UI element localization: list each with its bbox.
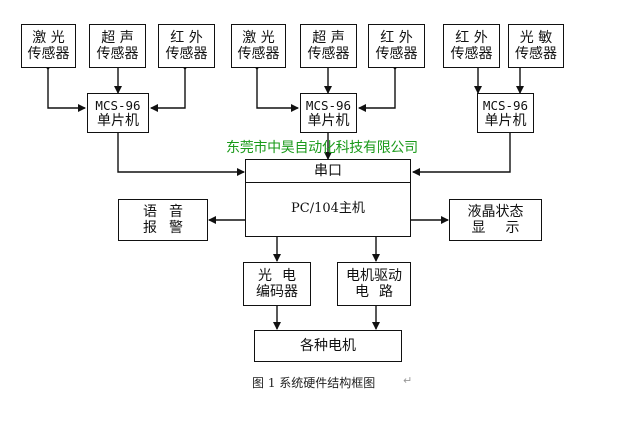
sensor-label-1c: 传感器 <box>165 46 208 62</box>
infrared-sensor-box-2: 红 外 传感器 <box>368 24 425 68</box>
encoder-label-1: 光电 <box>258 268 306 284</box>
pc104-host-label: PC/104主机 <box>291 201 365 216</box>
link-ir1-mcu-left <box>150 63 189 112</box>
infrared-sensor-label-1: 红 外 <box>170 30 203 46</box>
infrared-sensor-box-3: 红 外 传感器 <box>443 24 500 68</box>
mcu-model-middle: MCS-96 <box>305 97 352 113</box>
figure-caption: 图 1 系统硬件结构框图 <box>252 376 376 390</box>
sensor-label-3: 传感器 <box>450 46 493 62</box>
ultrasonic-sensor-label-1: 超 声 <box>101 30 134 46</box>
sensor-label-3b: 传感器 <box>515 46 557 62</box>
sensor-label-1: 传感器 <box>27 46 70 62</box>
laser-sensor-box-1: 激 光 传感器 <box>21 24 76 68</box>
sensor-label-1b: 传感器 <box>96 46 139 62</box>
sensor-label-2b: 传感器 <box>307 46 350 62</box>
voice-alarm-label-1: 语音 <box>143 204 195 220</box>
laser-sensor-label-1: 激 光 <box>32 30 65 46</box>
motors-box: 各种电机 <box>254 330 402 362</box>
photosensitive-sensor-box-3: 光 敏 传感器 <box>508 24 564 68</box>
link-ir2-mcu-middle <box>358 63 399 112</box>
motor-drive-circuit-box: 电机驱动 电路 <box>337 262 411 306</box>
photosensitive-sensor-label-3: 光 敏 <box>519 30 553 46</box>
voice-alarm-box: 语音 报警 <box>118 199 208 241</box>
motor-drive-label-1: 电机驱动 <box>346 268 402 284</box>
infrared-sensor-label-3: 红 外 <box>455 30 488 46</box>
laser-sensor-label-2: 激 光 <box>242 30 275 46</box>
lcd-status-label-2: 显示 <box>471 220 540 236</box>
link-mcu-left-serial <box>114 126 245 176</box>
mcu-box-middle: MCS-96 单片机 <box>300 93 357 133</box>
lcd-status-label-1: 液晶状态 <box>467 204 524 220</box>
mcu-label-middle: 单片机 <box>307 112 350 129</box>
pc104-host-box: 串口 PC/104主机 <box>245 159 411 237</box>
motor-drive-label-2: 电路 <box>355 284 403 300</box>
ultrasonic-sensor-box-1: 超 声 传感器 <box>89 24 146 68</box>
mcu-box-left: MCS-96 单片机 <box>87 93 149 133</box>
company-watermark: 东莞市中昊自动化科技有限公司 <box>226 140 418 156</box>
mcu-box-right: MCS-96 单片机 <box>477 93 534 133</box>
encoder-label-2: 编码器 <box>256 284 298 300</box>
ultrasonic-sensor-label-2: 超 声 <box>312 30 345 46</box>
serial-port-label: 串口 <box>246 160 410 183</box>
link-laser2-mcu-middle <box>253 63 299 112</box>
sensor-label-2c: 传感器 <box>375 46 418 62</box>
motors-label: 各种电机 <box>300 338 356 354</box>
mcu-label-right: 单片机 <box>484 112 527 129</box>
link-laser1-mcu-left <box>44 63 86 112</box>
infrared-sensor-box-1: 红 外 传感器 <box>158 24 215 68</box>
photoelectric-encoder-box: 光电 编码器 <box>243 262 311 306</box>
voice-alarm-label-2: 报警 <box>143 220 195 236</box>
lcd-status-display-box: 液晶状态 显示 <box>449 199 542 241</box>
mcu-label-left: 单片机 <box>97 112 139 129</box>
paragraph-return-mark: ↵ <box>403 374 413 387</box>
infrared-sensor-label-2: 红 外 <box>380 30 413 46</box>
laser-sensor-box-2: 激 光 传感器 <box>231 24 286 68</box>
mcu-model-left: MCS-96 <box>95 97 141 113</box>
ultrasonic-sensor-box-2: 超 声 传感器 <box>300 24 357 68</box>
sensor-label-2: 传感器 <box>237 46 280 62</box>
mcu-model-right: MCS-96 <box>482 97 529 113</box>
link-mcu-right-serial <box>412 126 514 176</box>
